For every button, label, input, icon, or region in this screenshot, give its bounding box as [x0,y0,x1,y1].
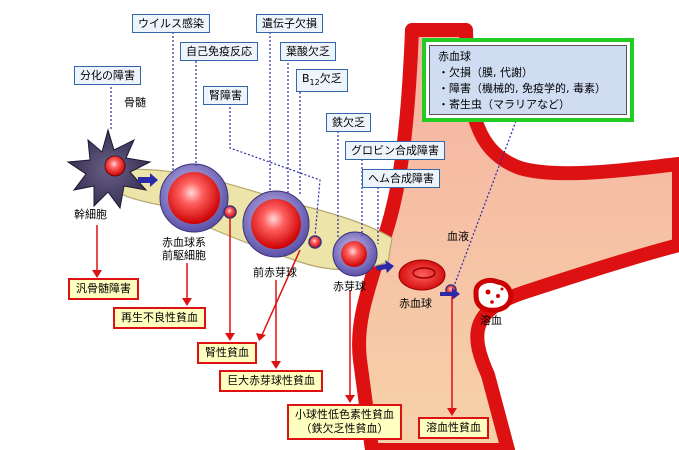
label-blood: 血液 [447,230,469,243]
proerythroblast-cell [242,190,310,258]
red-cell-causes-box: 赤血球 ・欠損（膜, 代謝） ・障害（機械的, 免疫学的, 毒素） ・寄生虫（マ… [422,38,634,122]
cause-b12-deficiency: B12欠乏 [296,69,348,93]
cause-renal-failure: 腎障害 [203,86,248,105]
cause-heme-failure: ヘム合成障害 [362,169,440,188]
disease-megaloblastic: 巨大赤芽球性貧血 [219,370,323,392]
bfu-cell [159,163,229,233]
b12-suffix: 欠乏 [319,72,342,85]
cause-viral-infection: ウイルス感染 [132,14,210,33]
label-bfu-line1: 赤血球系 [162,236,206,249]
red-cell-causes-item-3: ・寄生虫（マラリアなど） [438,98,570,111]
flow-arrows [138,173,460,300]
label-proerythroblast: 前赤芽球 [253,266,297,279]
disease-panmyelopathy: 汎骨髄障害 [68,278,139,300]
label-bfu: 赤血球系前駆細胞 [162,236,206,262]
label-hemolysis: 溶血 [480,314,502,327]
red-blood-cell [398,259,446,291]
b12-subscript: 12 [309,78,320,88]
cause-autoimmune: 自己免疫反応 [180,42,258,61]
label-stem-cell: 幹細胞 [74,208,107,221]
red-cell-causes-title: 赤血球 [438,50,471,63]
cause-folate-deficiency: 葉酸欠乏 [280,42,336,61]
erythroblast-cell [332,231,378,277]
disease-hemolytic: 溶血性貧血 [418,417,489,439]
cause-differentiation-failure: 分化の障害 [74,66,141,85]
red-cell-causes-panel: 赤血球 ・欠損（膜, 代謝） ・障害（機械的, 免疫学的, 毒素） ・寄生虫（マ… [429,45,627,115]
cause-iron-deficiency: 鉄欠乏 [326,113,371,132]
cause-genetic-defect: 遺伝子欠損 [256,14,323,33]
disease-microcytic-line2: （鉄欠乏性貧血） [300,422,389,435]
b12-prefix: B [302,72,310,85]
label-red-cell: 赤血球 [399,297,432,310]
stem-cell [66,128,152,210]
disease-arrowheads [92,270,457,416]
disease-aplastic: 再生不良性貧血 [113,307,206,329]
disease-renal: 腎性貧血 [197,342,257,364]
hemolyzed-cell [473,277,514,313]
disease-microcytic-line1: 小球性低色素性貧血 [295,408,394,421]
cause-globin-failure: グロビン合成障害 [345,141,445,160]
red-cell-causes-item-1: ・欠損（膜, 代謝） [438,66,533,79]
disease-microcytic: 小球性低色素性貧血（鉄欠乏性貧血） [287,404,402,440]
disease-connectors [96,218,453,410]
label-bfu-line2: 前駆細胞 [162,249,206,262]
label-erythroblast: 赤芽球 [333,280,366,293]
label-bone-marrow: 骨髄 [124,96,146,109]
red-cell-causes-item-2: ・障害（機械的, 免疫学的, 毒素） [438,82,606,95]
